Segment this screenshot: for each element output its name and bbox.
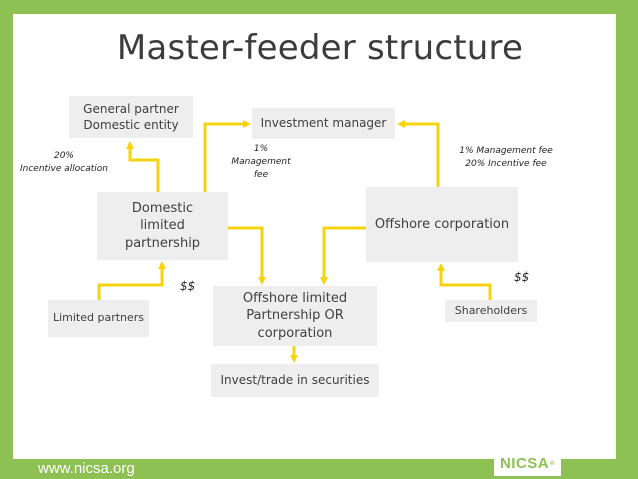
nicsa-logo: NICSA® xyxy=(494,451,561,476)
management-fee-left-note: 1% Management fee xyxy=(231,144,291,181)
management-fee-right-note: 1% Management fee 20% Incentive fee xyxy=(459,146,553,170)
dollars-left-label: $$ xyxy=(180,279,196,293)
offshore-corporation-box: Offshore corporation xyxy=(366,187,518,262)
page-title: Master-feeder structure xyxy=(116,28,524,68)
logo-text: NICSA xyxy=(499,455,550,472)
dollars-right-label: $$ xyxy=(514,270,530,284)
domestic-lp-box: Domestic limited partnership xyxy=(97,192,228,260)
offshore-limited-box: Offshore limited Partnership OR corporat… xyxy=(213,286,377,346)
footer-url-link[interactable]: www.nicsa.org xyxy=(38,460,135,477)
general-partner-box: General partner Domestic entity xyxy=(69,96,193,138)
invest-trade-box: Invest/trade in securities xyxy=(211,364,379,397)
incentive-allocation-note: 20% Incentive allocation xyxy=(19,151,109,175)
investment-manager-box: Investment manager xyxy=(252,108,395,139)
limited-partners-box: Limited partners xyxy=(48,300,149,337)
shareholders-box: Shareholders xyxy=(445,300,537,322)
registered-mark: ® xyxy=(550,460,556,467)
